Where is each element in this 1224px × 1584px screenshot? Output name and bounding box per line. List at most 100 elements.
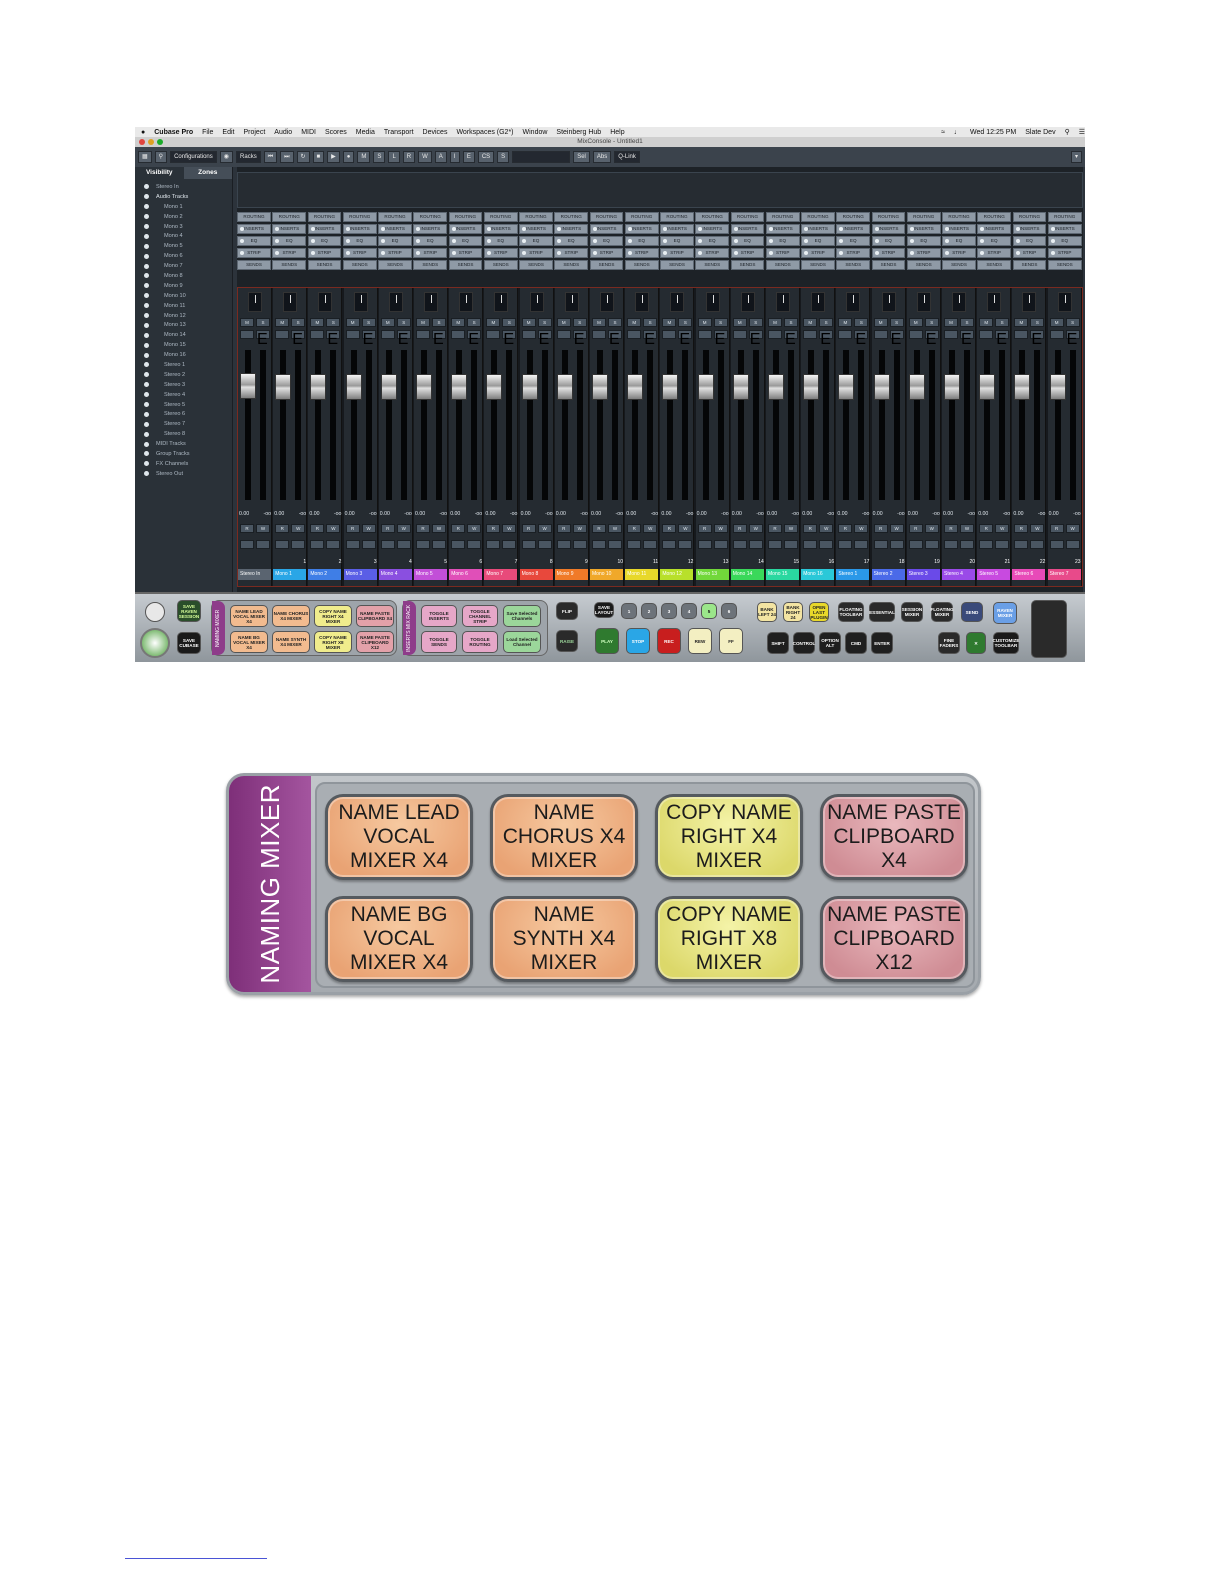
modifier-key-button[interactable]: OPTION ALT	[819, 632, 841, 654]
mute-button[interactable]: M	[1049, 318, 1064, 327]
channel-name[interactable]: Stereo 2	[871, 569, 905, 580]
rack-routing-button[interactable]: ROUTING	[942, 212, 976, 222]
solo-button[interactable]: S	[960, 318, 974, 327]
eq-bypass-button[interactable]: E	[462, 151, 475, 163]
volume-value[interactable]: 0.00	[837, 511, 848, 517]
write-button[interactable]: W	[924, 524, 939, 533]
rack-inserts-button[interactable]: INSERTS	[1047, 224, 1082, 234]
naming-mixer-small-button[interactable]: COPY NAME RIGHT X8 MIXER	[314, 631, 352, 653]
name-paste-clipboard-x12-button[interactable]: NAME PASTE CLIPBOARD X12	[820, 896, 968, 982]
fader-cap[interactable]	[380, 374, 397, 400]
fader-track[interactable]	[773, 350, 779, 500]
record-enable-button[interactable]	[819, 540, 834, 549]
record-enable-button[interactable]	[432, 540, 446, 549]
fader-cap[interactable]	[662, 374, 679, 400]
list-icon[interactable]: ☰	[1078, 129, 1085, 136]
rack-eq-button[interactable]: EQ	[272, 236, 307, 246]
visibility-toggle-icon[interactable]	[144, 303, 149, 309]
rack-strip-button[interactable]: STRIP	[519, 248, 553, 258]
rack-eq-button[interactable]: EQ	[801, 236, 835, 246]
visibility-toggle-icon[interactable]	[144, 293, 149, 299]
write-button[interactable]: W	[1030, 524, 1045, 533]
solo-button[interactable]: S	[502, 318, 517, 327]
volume-icon[interactable]: ♩	[954, 128, 962, 136]
write-button[interactable]: W	[256, 524, 270, 533]
pan-knob[interactable]	[952, 292, 966, 312]
rack-inserts-button[interactable]: INSERTS	[413, 224, 448, 234]
listen-button[interactable]	[627, 330, 642, 339]
visibility-item[interactable]: MIDI Tracks	[135, 439, 232, 449]
menu-scores[interactable]: Scores	[324, 128, 347, 136]
visibility-toggle-icon[interactable]	[144, 243, 149, 249]
tab-zones[interactable]: Zones	[198, 169, 218, 176]
fader-cap[interactable]	[240, 373, 256, 399]
fader-cap[interactable]	[1014, 374, 1031, 400]
edit-button[interactable]: E	[854, 330, 869, 348]
pan-knob[interactable]	[283, 292, 298, 312]
rack-inserts-button[interactable]: INSERTS	[942, 224, 976, 234]
rack-inserts-button[interactable]: INSERTS	[554, 224, 589, 234]
fader-track[interactable]	[421, 350, 427, 500]
naming-mixer-small-button[interactable]: NAME SYNTH X4 MIXER	[272, 631, 310, 653]
visibility-item[interactable]: Mono 6	[135, 251, 232, 261]
rack-sends-button[interactable]: SENDS	[589, 260, 624, 270]
load-selected-channel-button[interactable]: Load Selected Channel	[503, 631, 541, 653]
rack-eq-button[interactable]: EQ	[307, 236, 342, 246]
configurations-button[interactable]: Configurations	[170, 151, 217, 163]
pan-knob[interactable]	[881, 292, 896, 312]
record-enable-button[interactable]	[1065, 540, 1080, 549]
edit-button[interactable]: E	[467, 330, 482, 348]
read-button[interactable]: R	[979, 524, 994, 533]
pan-knob[interactable]	[635, 292, 650, 312]
edit-button[interactable]: E	[924, 330, 939, 348]
bank-right-button[interactable]: BANK RIGHT 24	[783, 602, 803, 622]
fader-cap[interactable]	[732, 374, 749, 400]
channel-name[interactable]: Stereo 4	[942, 569, 975, 580]
volume-value[interactable]: 0.00	[274, 511, 285, 517]
edit-button[interactable]: E	[889, 330, 904, 348]
toggle-channel-strip-button[interactable]: TOGGLE CHANNEL STRIP	[462, 605, 498, 627]
write-button[interactable]: W	[713, 524, 728, 533]
listen-button[interactable]	[310, 330, 325, 339]
monitor-button[interactable]	[944, 540, 958, 549]
rack-routing-button[interactable]: ROUTING	[237, 212, 271, 222]
monitor-button[interactable]	[627, 540, 642, 549]
rack-routing-button[interactable]: ROUTING	[1012, 212, 1047, 222]
rack-inserts-button[interactable]: INSERTS	[519, 224, 553, 234]
pan-knob[interactable]	[740, 292, 755, 312]
rack-inserts-button[interactable]: INSERTS	[660, 224, 694, 234]
read-button[interactable]: R	[451, 524, 466, 533]
monitor-button[interactable]	[451, 540, 466, 549]
rack-eq-button[interactable]: EQ	[730, 236, 765, 246]
read-button[interactable]: R	[556, 524, 571, 533]
volume-value[interactable]: 0.00	[767, 511, 778, 517]
record-enable-button[interactable]	[854, 540, 869, 549]
rack-strip-button[interactable]: STRIP	[624, 248, 659, 258]
record-enable-button[interactable]	[396, 540, 411, 549]
raven-power-icon[interactable]	[140, 628, 170, 658]
volume-value[interactable]: 0.00	[485, 511, 496, 517]
rack-sends-button[interactable]: SENDS	[660, 260, 694, 270]
channel-name[interactable]: Mono 8	[519, 569, 553, 580]
read-button[interactable]: R	[592, 524, 606, 533]
rack-eq-button[interactable]: EQ	[942, 236, 976, 246]
write-button[interactable]: W	[326, 524, 341, 533]
rack-sends-button[interactable]: SENDS	[307, 260, 342, 270]
mute-button[interactable]: M	[838, 318, 853, 327]
pan-knob[interactable]	[318, 292, 333, 312]
menu-user[interactable]: Slate Dev	[1025, 128, 1056, 136]
sel-button[interactable]: Sel	[573, 151, 590, 163]
wifi-icon[interactable]: ≈	[941, 128, 946, 136]
read-button[interactable]: R	[402, 151, 416, 163]
rack-strip-button[interactable]: STRIP	[448, 248, 483, 258]
edit-button[interactable]: E	[748, 330, 763, 348]
name-synth-button[interactable]: NAME SYNTH X4 MIXER	[490, 896, 638, 982]
channel-name[interactable]: Stereo 3	[906, 569, 940, 580]
read-button[interactable]: R	[768, 524, 782, 533]
monitor-button[interactable]	[556, 540, 571, 549]
rack-inserts-button[interactable]: INSERTS	[272, 224, 307, 234]
fader-cap[interactable]	[627, 374, 644, 400]
fader-track[interactable]	[984, 350, 991, 500]
rack-eq-button[interactable]: EQ	[695, 236, 730, 246]
rack-routing-button[interactable]: ROUTING	[624, 212, 659, 222]
